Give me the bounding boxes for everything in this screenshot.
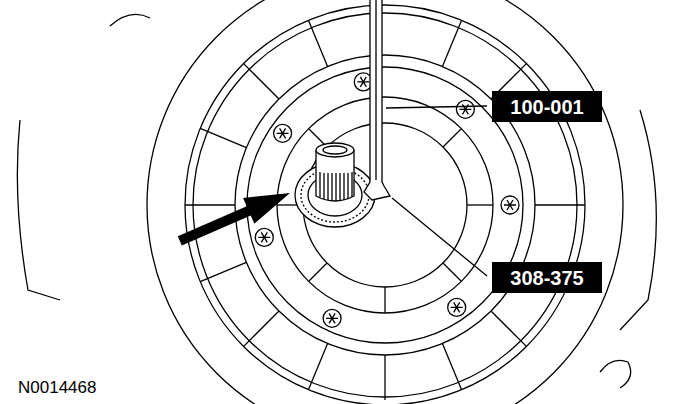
- mounting-ear: [600, 360, 631, 388]
- callout-number: 100-001: [492, 96, 602, 118]
- seal-remover-tool: [364, 0, 390, 200]
- callout-box: 308-375: [492, 262, 602, 293]
- bell-rim: [185, 5, 585, 404]
- callout-number: 308-375: [492, 267, 602, 289]
- leader-line: [386, 106, 487, 108]
- housing-outline: [147, 0, 623, 404]
- figure-number: N0014468: [18, 378, 96, 398]
- pump-ring: [235, 55, 535, 355]
- housing-edge: [110, 14, 150, 26]
- housing-edge: [17, 120, 60, 300]
- housing-edge: [620, 110, 656, 330]
- pointer-arrow: [178, 193, 290, 245]
- seal-and-shaft: [295, 143, 375, 227]
- leader-line: [392, 198, 487, 276]
- callout-box: 100-001: [492, 91, 602, 122]
- pump-body: [277, 97, 493, 313]
- torx-bolts: [255, 73, 519, 327]
- pump-ring: [247, 67, 523, 343]
